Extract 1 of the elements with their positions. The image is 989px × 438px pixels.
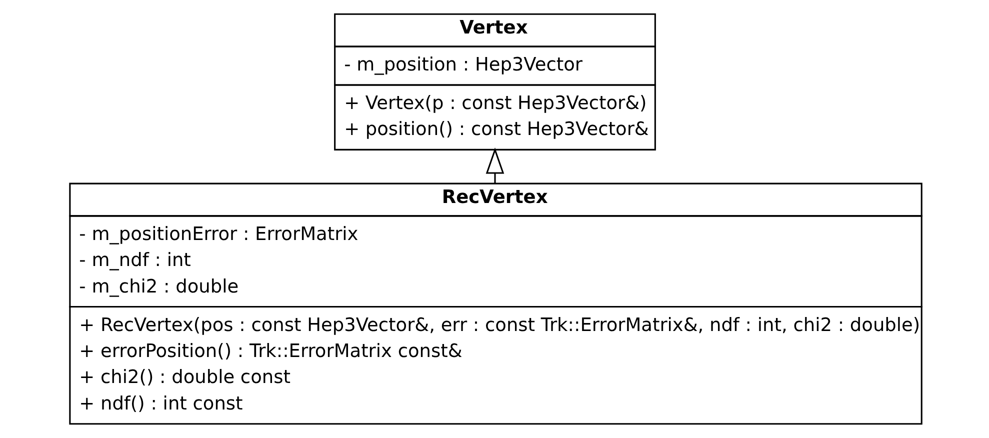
arrow <box>485 148 504 184</box>
